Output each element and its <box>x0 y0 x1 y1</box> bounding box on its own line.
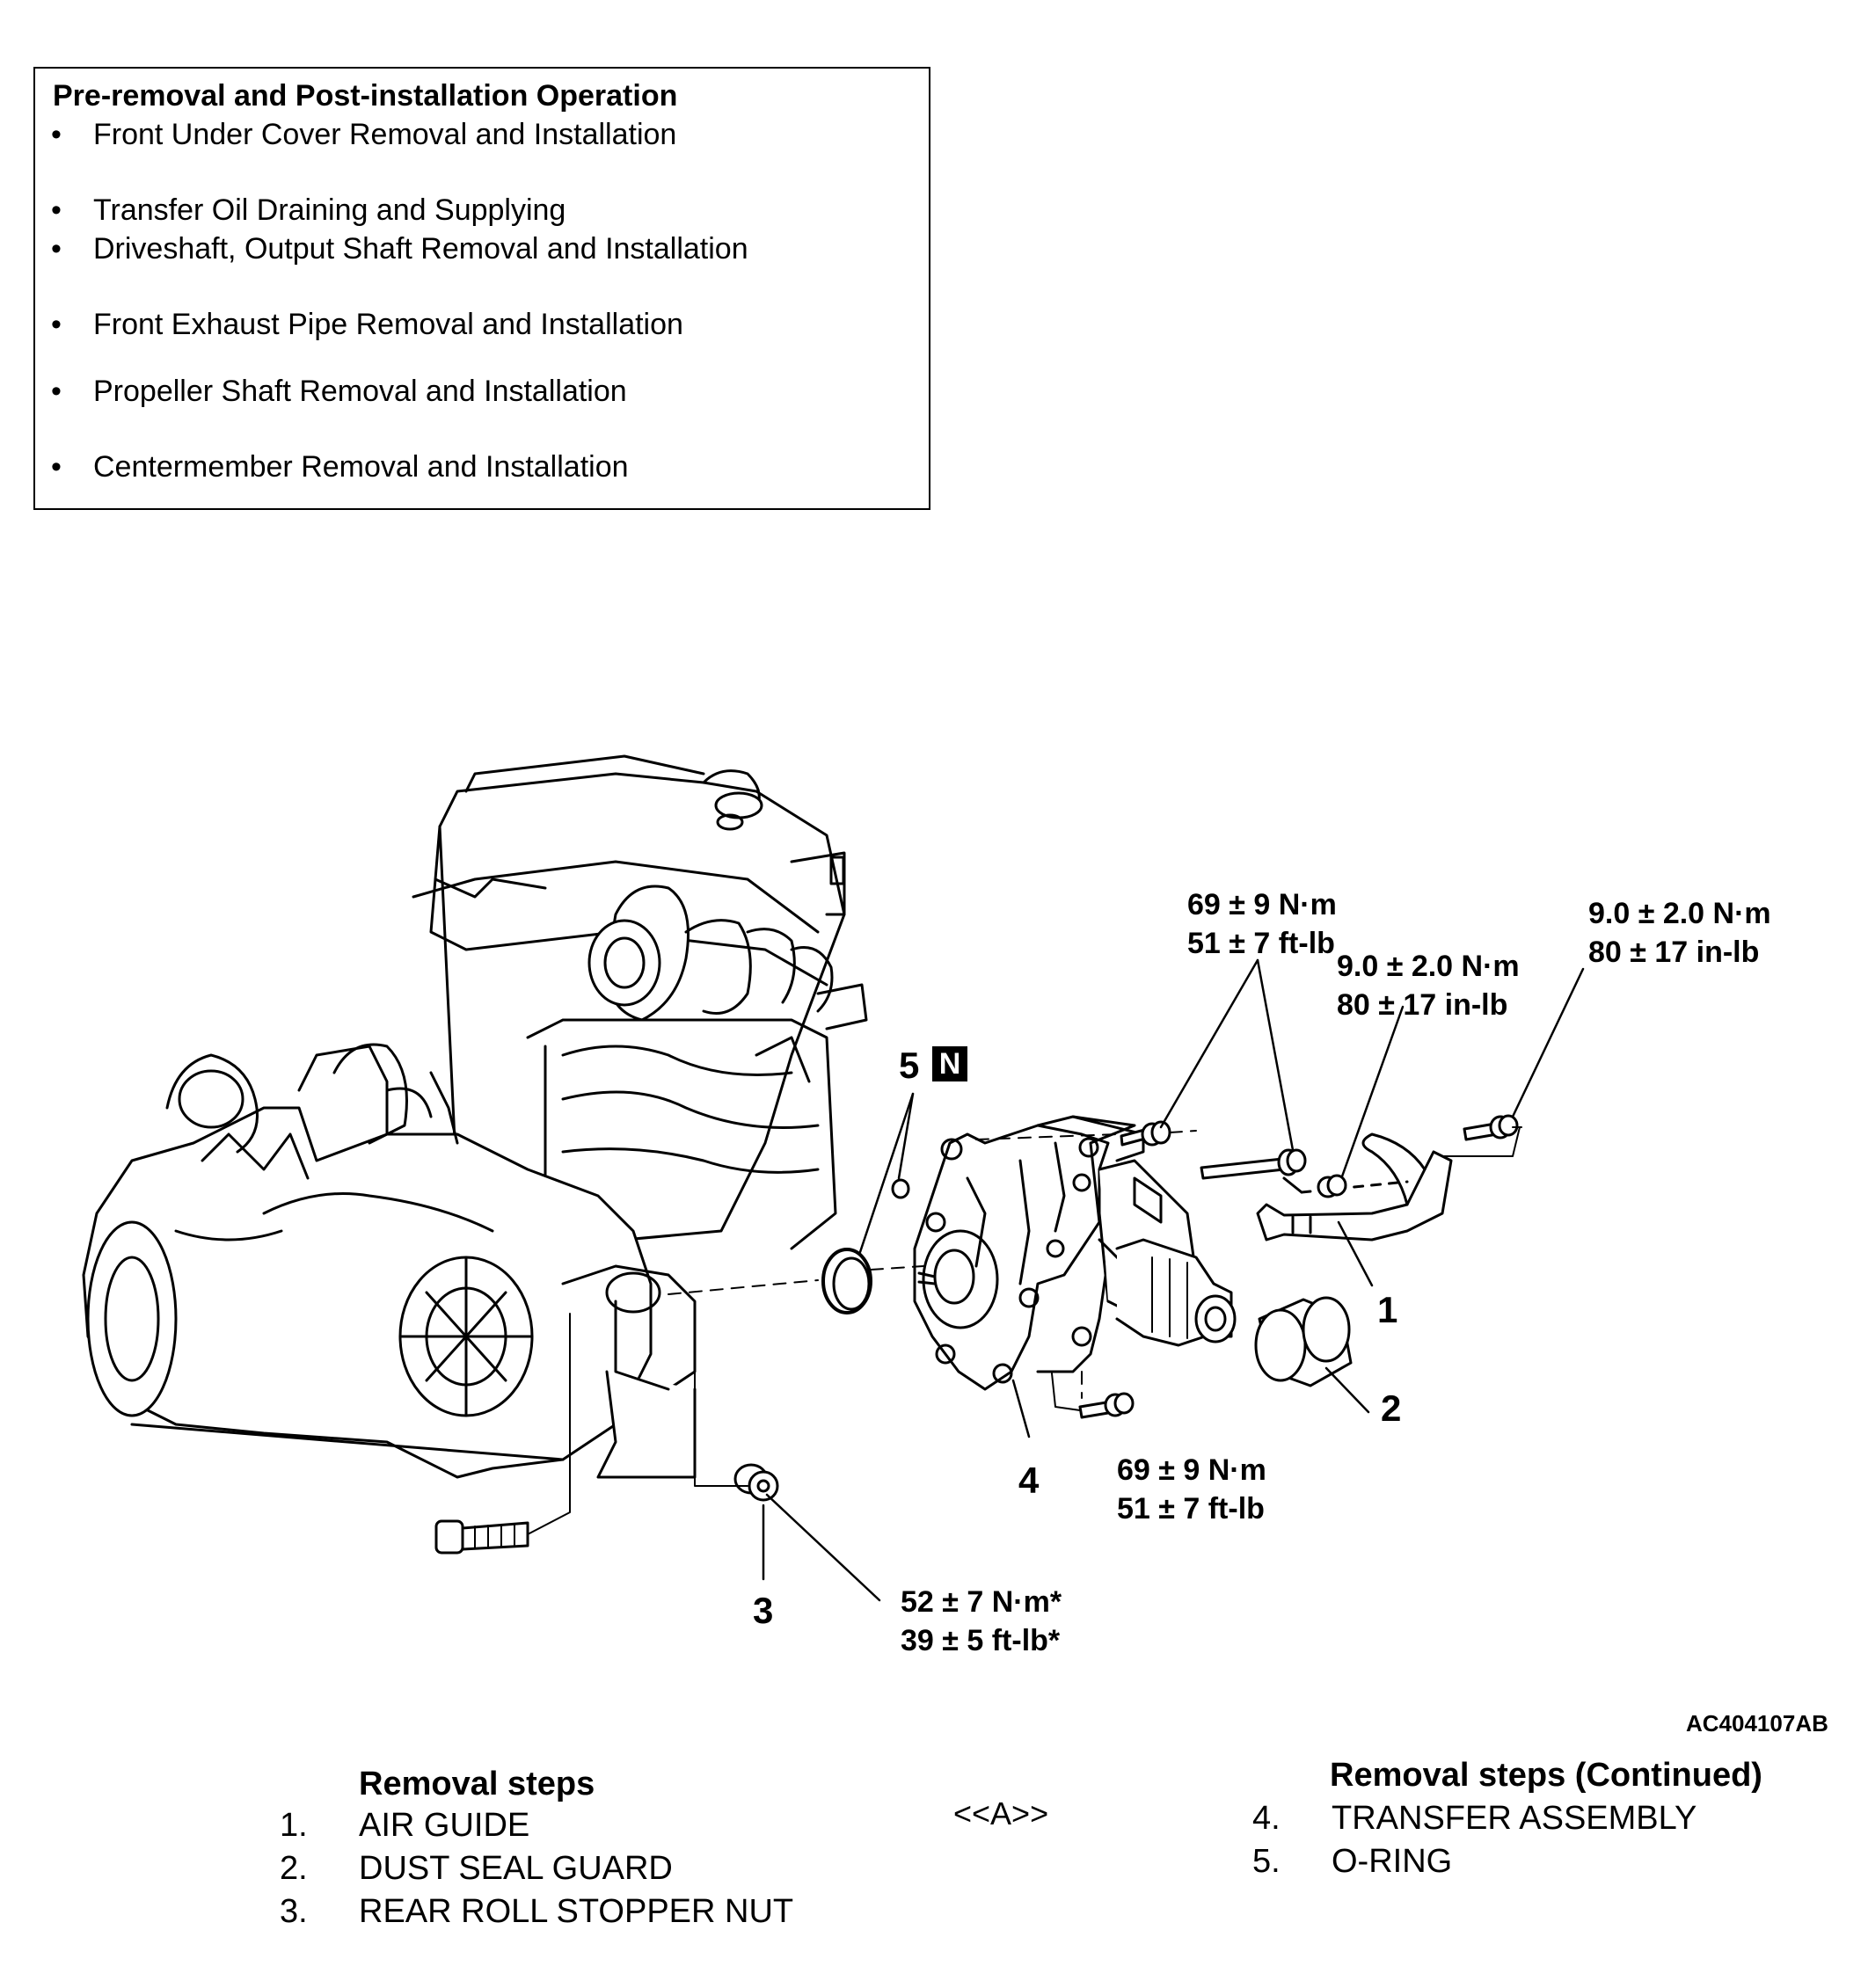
new-part-mark: N <box>932 1046 967 1081</box>
torque-callout-top-center: 69 ± 9 N·m 51 ± 7 ft-lb <box>1187 888 1337 960</box>
pre-removal-item: •Propeller Shaft Removal and Installatio… <box>51 375 627 408</box>
pre-removal-box: Pre-removal and Post-installation Operat… <box>33 67 930 510</box>
engine-illustration <box>412 754 868 1250</box>
rear-roll-stopper-nut <box>733 1463 779 1502</box>
bullet-icon: • <box>51 450 62 484</box>
bullet-icon: • <box>51 232 62 266</box>
pre-removal-item: •Transfer Oil Draining and Supplying <box>51 193 566 227</box>
torque-callout-lower-center: 69 ± 9 N·m 51 ± 7 ft-lb <box>1117 1453 1266 1526</box>
alignment-lines <box>668 1126 1522 1399</box>
torque-callout-stopper: 52 ± 7 N·m* 39 ± 5 ft-lb* <box>901 1585 1062 1657</box>
o-ring-illustration <box>821 1178 910 1314</box>
bullet-icon: • <box>51 193 62 227</box>
removal-steps-title: Removal steps <box>359 1766 595 1802</box>
leader-lines <box>762 958 1585 1602</box>
part-number-3: 3 <box>753 1590 774 1631</box>
pre-removal-title: Pre-removal and Post-installation Operat… <box>53 79 678 113</box>
pre-removal-item: •Front Exhaust Pipe Removal and Installa… <box>51 308 683 341</box>
figure-code: AC404107AB <box>1686 1710 1828 1737</box>
part-number-4: 4 <box>1018 1460 1040 1501</box>
part-number-5: 5 <box>899 1045 920 1086</box>
dust-seal-guard-illustration <box>1254 1296 1353 1387</box>
reference-lines <box>527 1126 1521 1535</box>
part-number-2: 2 <box>1381 1387 1402 1429</box>
pre-removal-item: •Driveshaft, Output Shaft Removal and In… <box>51 232 748 266</box>
removal-steps-continued-title: Removal steps (Continued) <box>1330 1757 1762 1794</box>
bullet-icon: • <box>51 308 62 341</box>
procedure-marker: <<A>> <box>953 1795 1049 1831</box>
bullet-icon: • <box>51 375 62 408</box>
pre-removal-item: •Front Under Cover Removal and Installat… <box>51 118 677 151</box>
torque-callout-top-right: 9.0 ± 2.0 N·m 80 ± 17 in-lb <box>1588 897 1771 969</box>
pre-removal-item: •Centermember Removal and Installation <box>51 450 629 484</box>
transfer-assembly-illustration <box>913 1115 1237 1391</box>
bullet-icon: • <box>51 118 62 151</box>
transaxle-illustration <box>82 1043 697 1479</box>
mounting-bolt-lower-left <box>434 1519 529 1555</box>
part-number-1: 1 <box>1377 1289 1398 1330</box>
transfer-bolts <box>1078 1114 1519 1419</box>
torque-callout-mid-right: 9.0 ± 2.0 N·m 80 ± 17 in-lb <box>1337 950 1520 1022</box>
